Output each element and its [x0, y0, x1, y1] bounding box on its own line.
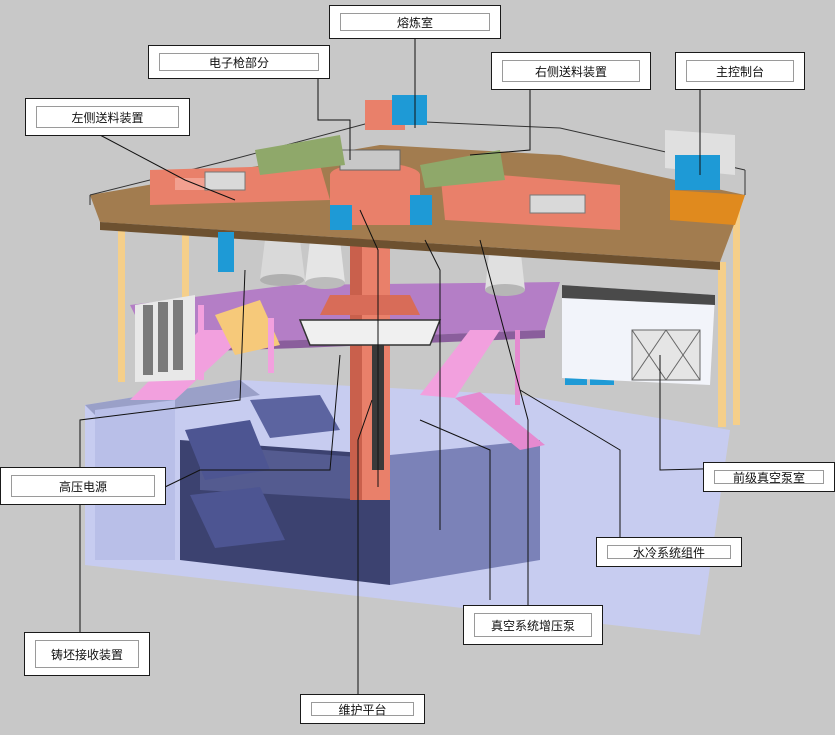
fore-pump-room — [562, 285, 715, 385]
label-maintenance-platform: 维护平台 — [300, 694, 425, 724]
label-water-cooling: 水冷系统组件 — [596, 537, 742, 567]
label-left-feeder: 左侧送料装置 — [25, 98, 190, 136]
deck-columns — [118, 205, 740, 427]
green-platform — [255, 135, 505, 188]
label-fore-vacuum-pump-room: 前级真空泵室 — [703, 462, 835, 492]
foundation-pit — [85, 380, 730, 635]
label-vacuum-booster-pump: 真空系统增压泵 — [463, 605, 603, 645]
right-feeder-equipment — [440, 170, 620, 230]
leader-lines — [79, 38, 741, 694]
label-ingot-receiving: 铸坯接收装置 — [24, 632, 150, 676]
label-right-feeder: 右侧送料装置 — [491, 52, 651, 90]
label-high-voltage-power: 高压电源 — [0, 467, 166, 505]
label-melting-chamber: 熔炼室 — [329, 5, 501, 39]
left-feeder-equipment — [150, 165, 330, 205]
hv-power-cabinets — [135, 295, 195, 382]
melting-chamber-equipment — [330, 95, 427, 225]
furnace-column — [298, 235, 442, 500]
label-main-console: 主控制台 — [675, 52, 805, 90]
label-electron-gun: 电子枪部分 — [148, 45, 330, 79]
